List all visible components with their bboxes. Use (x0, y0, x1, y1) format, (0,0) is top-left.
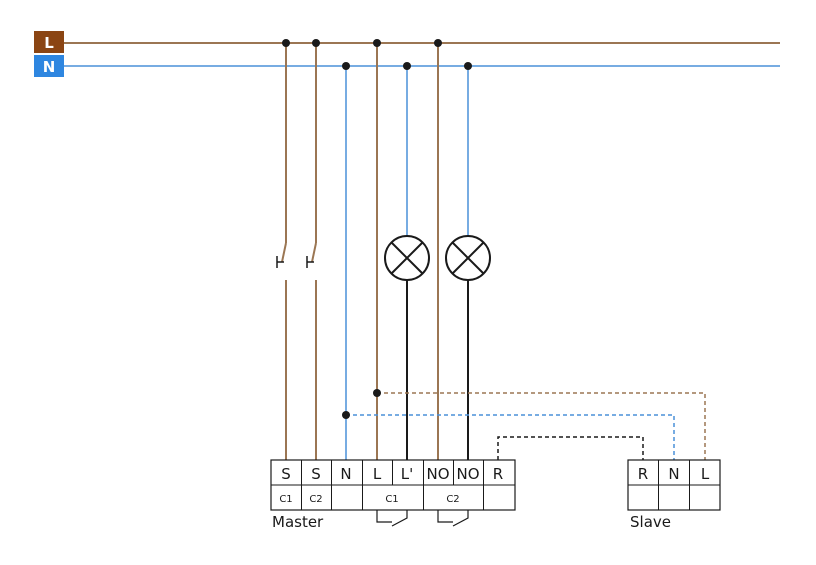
relay-c2-contact-icon (437, 510, 453, 523)
slave-terminal-block: R N L Slave (627, 459, 721, 531)
lamp-c1 (384, 66, 430, 460)
master-terminal: S (281, 465, 291, 483)
line-rail-label: L (44, 34, 54, 52)
switch-c1-wire (276, 43, 287, 460)
line-rail-badge (34, 31, 64, 53)
master-channel-label: C2 (446, 494, 459, 505)
master-terminal: R (493, 465, 503, 483)
slave-terminal: R (638, 465, 648, 483)
master-terminal: L' (401, 465, 413, 483)
lamp-c2 (437, 43, 491, 460)
slave-link-wires (346, 392, 706, 460)
master-terminal: N (340, 465, 351, 483)
supply-rails: L N (34, 31, 780, 77)
master-terminal: NO (456, 465, 479, 483)
slave-terminal: L (701, 465, 710, 483)
switch-c2-wire (306, 43, 317, 460)
master-channel-label: C1 (279, 494, 292, 505)
master-terminal: S (311, 465, 321, 483)
neutral-rail-label: N (43, 58, 56, 76)
switch-c1-contact (281, 242, 287, 263)
slave-caption: Slave (630, 513, 671, 531)
master-caption: Master (272, 513, 324, 531)
slave-remote-link (497, 436, 644, 460)
relay-c1-contact-icon (376, 510, 392, 523)
junction-dots (282, 39, 472, 419)
master-channel-label: C1 (385, 494, 398, 505)
neutral-rail-badge (34, 55, 64, 77)
slave-neutral-link (346, 414, 675, 460)
master-terminal: L (373, 465, 382, 483)
slave-line-link (377, 392, 706, 460)
master-terminal: NO (426, 465, 449, 483)
switch-c2-contact (311, 242, 317, 263)
master-channel-label: C2 (309, 494, 322, 505)
master-terminal-block: S S N L L' NO NO R C1 C2 C1 C2 Master (270, 459, 516, 531)
slave-terminal: N (668, 465, 679, 483)
